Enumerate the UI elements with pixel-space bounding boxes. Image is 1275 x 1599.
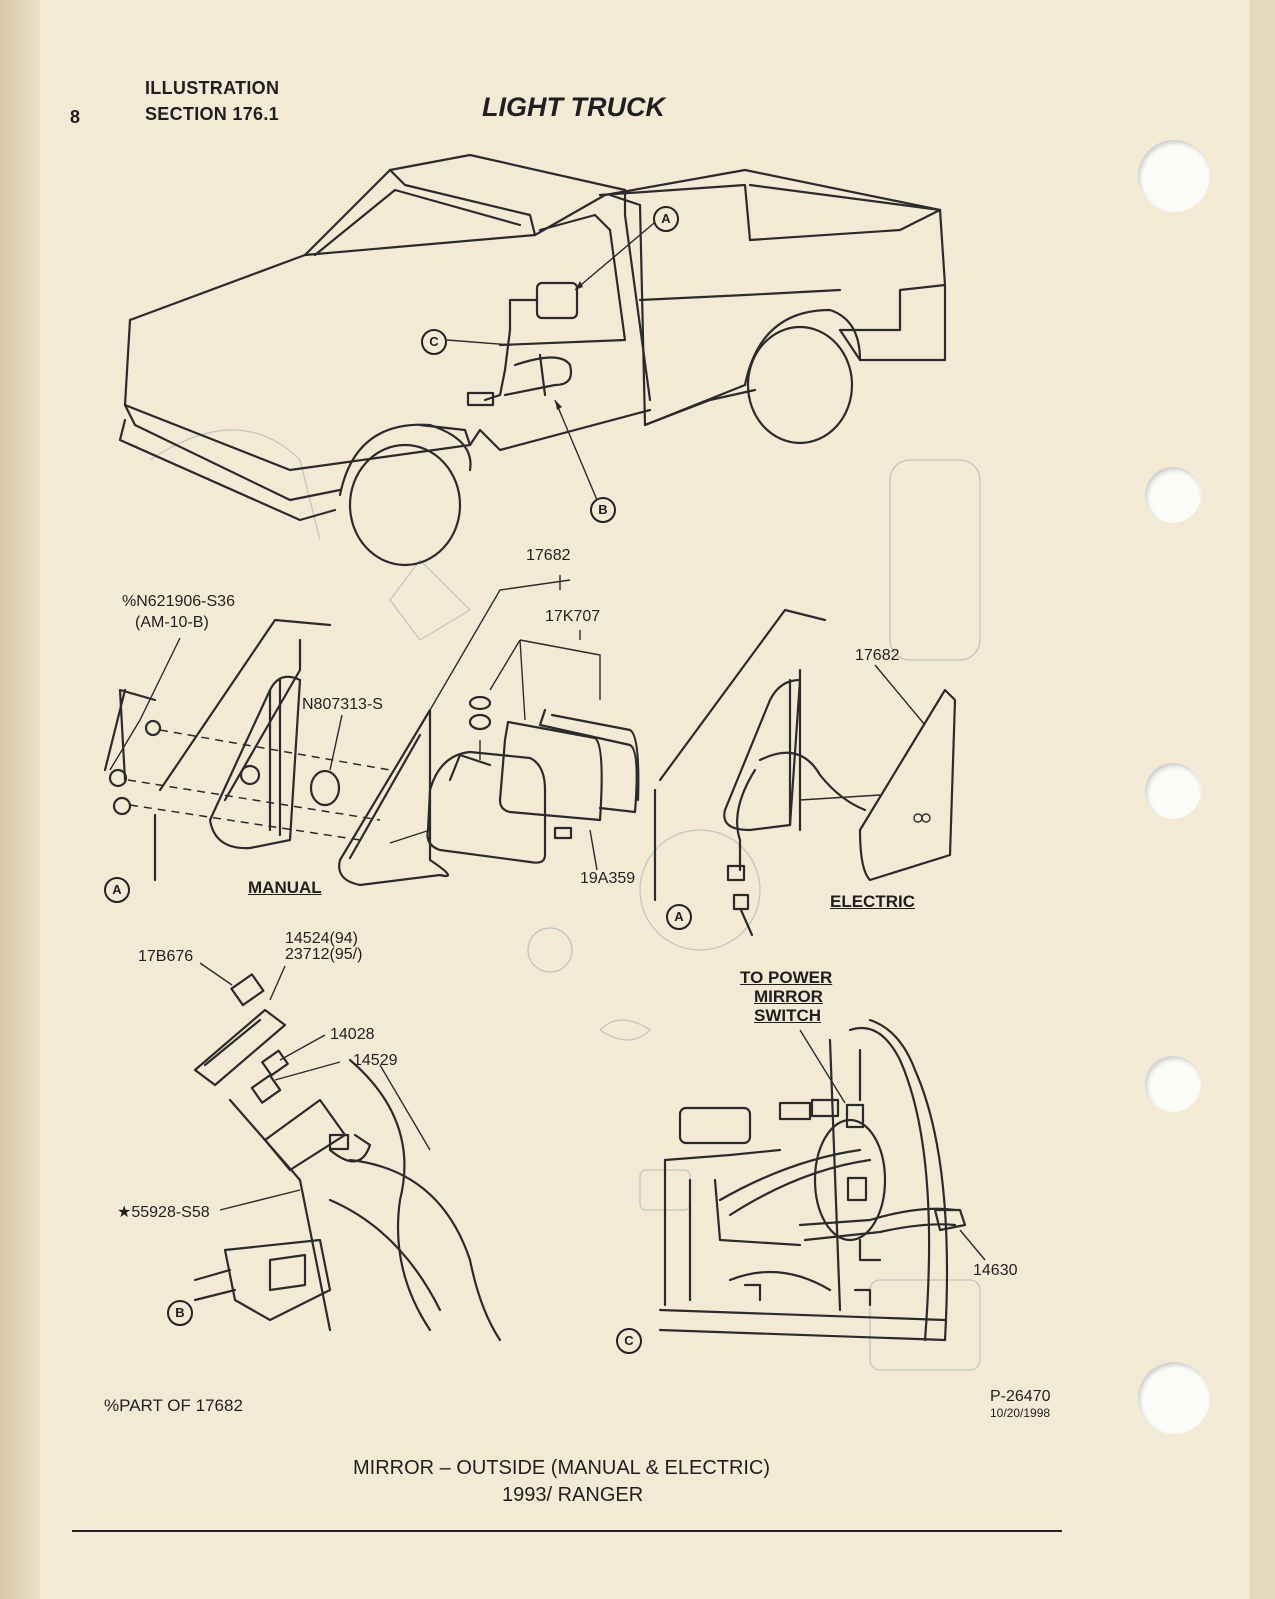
label-n807313: N807313-S xyxy=(302,696,383,713)
manual-mirror-drawing xyxy=(103,575,640,887)
binder-hole-2 xyxy=(1145,467,1201,523)
callout-c-truck: C xyxy=(421,329,447,355)
callout-c-detail: C xyxy=(616,1328,642,1354)
page-paper xyxy=(40,0,1250,1599)
binder-hole-1 xyxy=(1138,140,1210,212)
footer-rule xyxy=(72,1530,1062,1532)
label-17k707: 17K707 xyxy=(545,608,601,625)
label-14529: 14529 xyxy=(353,1052,398,1069)
label-n621906: %N621906-S36 xyxy=(122,593,235,610)
label-19a359: 19A359 xyxy=(580,870,636,887)
header-line-1: ILLUSTRATION xyxy=(145,78,280,98)
page-edge-shadow xyxy=(0,0,40,1599)
electric-mirror-drawing xyxy=(653,608,957,937)
label-14630: 14630 xyxy=(973,1262,1018,1279)
door-harness-drawing xyxy=(658,1018,986,1342)
page-number: 8 xyxy=(70,107,81,127)
label-14028: 14028 xyxy=(330,1026,375,1043)
label-14524: 14524(94) xyxy=(285,930,358,947)
callout-b-detail: B xyxy=(167,1300,193,1326)
label-to-power-2: MIRROR xyxy=(754,987,823,1006)
binder-hole-4 xyxy=(1145,1056,1201,1112)
reference-date: 10/20/1998 xyxy=(990,1406,1051,1420)
label-17682-top: 17682 xyxy=(526,547,571,564)
footer-note: %PART OF 17682 xyxy=(104,1396,243,1415)
label-17682-right: 17682 xyxy=(855,647,900,664)
callout-a-truck: A xyxy=(653,206,679,232)
callout-a-electric: A xyxy=(666,904,692,930)
label-electric: ELECTRIC xyxy=(830,892,915,911)
label-n621906-note: (AM-10-B) xyxy=(135,614,209,631)
label-17b676: 17B676 xyxy=(138,948,194,965)
switch-drawing xyxy=(193,962,502,1342)
caption-line-1: MIRROR – OUTSIDE (MANUAL & ELECTRIC) xyxy=(353,1457,771,1479)
callout-a-manual: A xyxy=(104,877,130,903)
label-to-power-1: TO POWER xyxy=(740,968,833,987)
callout-b-truck: B xyxy=(590,497,616,523)
caption-line-2: 1993/ RANGER xyxy=(502,1484,644,1506)
reference-number: P-26470 xyxy=(990,1388,1051,1405)
label-to-power-3: SWITCH xyxy=(754,1006,822,1025)
page-title: LIGHT TRUCK xyxy=(482,92,665,122)
bleed-through-ghost xyxy=(149,429,981,1371)
label-manual: MANUAL xyxy=(248,878,322,897)
header-line-2: SECTION 176.1 xyxy=(145,104,279,124)
binder-hole-3 xyxy=(1145,763,1201,819)
page-right-edge xyxy=(1250,0,1275,1599)
label-55928: ★55928-S58 xyxy=(117,1204,210,1221)
truck-drawing xyxy=(118,153,947,567)
label-23712: 23712(95/) xyxy=(285,946,363,963)
binder-hole-5 xyxy=(1138,1362,1210,1434)
